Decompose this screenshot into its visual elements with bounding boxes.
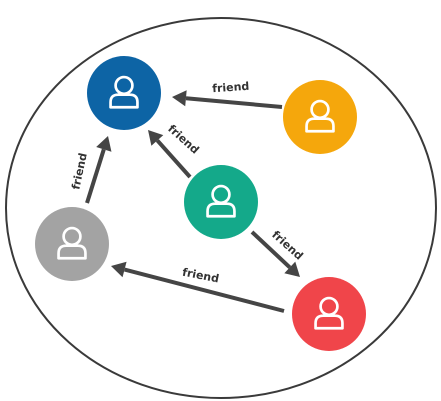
arrow-head bbox=[148, 130, 164, 146]
arrow-head bbox=[111, 261, 127, 278]
arrow-head bbox=[284, 261, 300, 277]
arrow-line bbox=[185, 96, 283, 109]
arrow-line bbox=[250, 230, 292, 269]
node-red bbox=[292, 277, 366, 351]
arrow-line bbox=[85, 148, 106, 204]
arrow-head bbox=[96, 136, 112, 152]
node-orange bbox=[283, 80, 357, 154]
arrow-line bbox=[124, 267, 285, 313]
edge-label: friend bbox=[212, 80, 250, 96]
edge-orange-blue: friend bbox=[172, 80, 283, 109]
edge-gray-blue: friend bbox=[69, 136, 112, 204]
node-green bbox=[184, 165, 258, 239]
arrow-line bbox=[155, 139, 192, 179]
node-gray bbox=[35, 207, 109, 281]
node-blue bbox=[87, 56, 161, 130]
arrow-head bbox=[172, 90, 187, 107]
